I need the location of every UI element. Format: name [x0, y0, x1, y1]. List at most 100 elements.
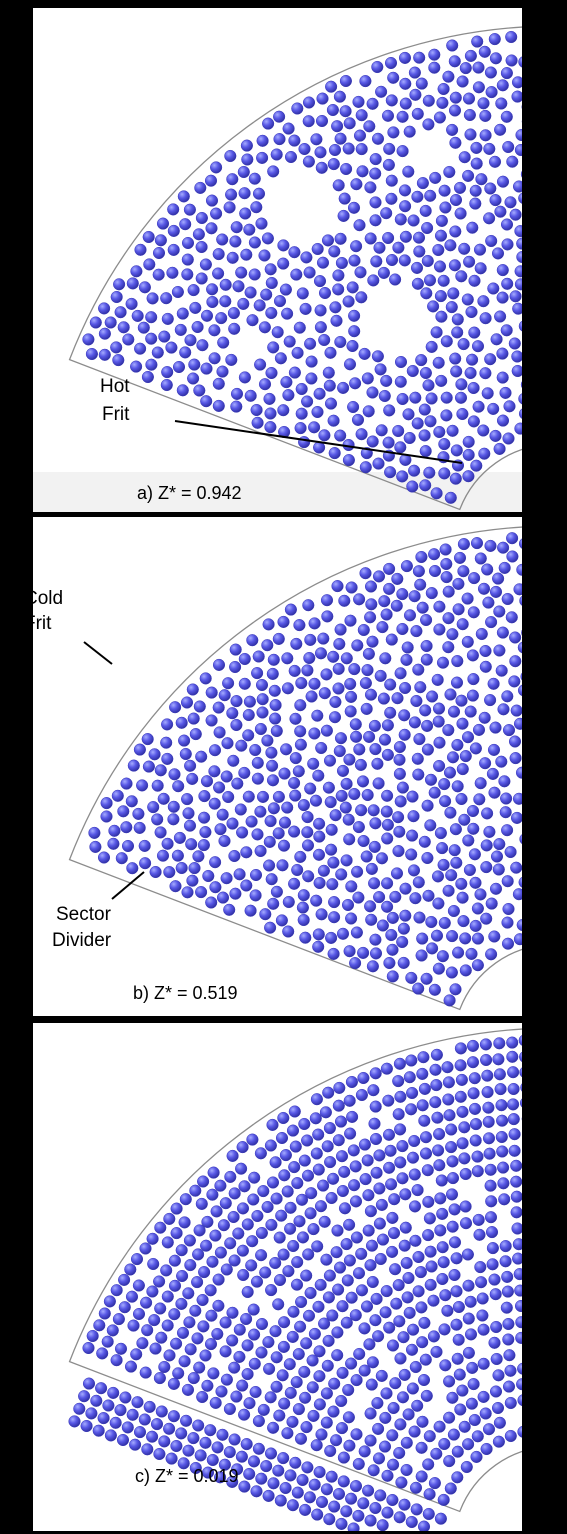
particle — [453, 578, 465, 590]
particle — [375, 1490, 387, 1502]
particle — [388, 1193, 400, 1205]
particle — [422, 852, 434, 864]
particle — [273, 111, 285, 123]
particle — [454, 1369, 466, 1381]
particle — [206, 1310, 218, 1322]
particle — [341, 855, 353, 867]
particle — [325, 398, 337, 410]
particle — [430, 1096, 442, 1108]
particle — [279, 817, 291, 829]
particle — [470, 877, 482, 889]
particle — [490, 586, 502, 598]
particle — [238, 1409, 250, 1421]
particle — [156, 1406, 168, 1418]
particle — [478, 583, 490, 595]
particle — [492, 1402, 504, 1414]
particle — [360, 461, 372, 473]
particle — [263, 1336, 275, 1348]
particle — [434, 261, 446, 273]
particle — [333, 270, 345, 282]
particle — [269, 685, 281, 697]
caption-c: c) Z* = 0.019 — [135, 1466, 239, 1486]
particle — [284, 1223, 296, 1235]
particle — [290, 713, 302, 725]
particle — [215, 1247, 227, 1259]
particle — [86, 1408, 98, 1420]
particle — [224, 1446, 236, 1458]
particle — [287, 1499, 299, 1511]
particle — [331, 1349, 343, 1361]
particle — [149, 749, 161, 761]
particle — [509, 338, 521, 350]
particle — [272, 1299, 284, 1311]
particle — [167, 267, 179, 279]
particle — [393, 1279, 405, 1291]
particle — [462, 294, 474, 306]
particle — [453, 1334, 465, 1346]
particle — [376, 425, 388, 437]
particle — [409, 67, 421, 79]
particle — [316, 115, 328, 127]
particle — [155, 1222, 167, 1234]
particle — [447, 628, 459, 640]
particle — [424, 1213, 436, 1225]
particle — [325, 932, 337, 944]
particle — [500, 793, 512, 805]
particle — [426, 587, 438, 599]
particle — [255, 806, 267, 818]
particle — [459, 1122, 471, 1134]
particle — [202, 1216, 214, 1228]
particle — [466, 1362, 478, 1374]
particle — [133, 1280, 145, 1292]
particle — [342, 1275, 354, 1287]
particle — [428, 1295, 440, 1307]
particle — [176, 717, 188, 729]
particle — [262, 233, 274, 245]
particle — [324, 1156, 336, 1168]
particle — [475, 889, 487, 901]
particle — [398, 1331, 410, 1343]
particle — [423, 95, 435, 107]
particle — [453, 1301, 465, 1313]
particle — [234, 869, 246, 881]
particle — [288, 826, 300, 838]
particle — [443, 1077, 455, 1089]
particle — [340, 105, 352, 117]
particle — [449, 1237, 461, 1249]
particle — [201, 363, 213, 375]
particle — [360, 1173, 372, 1185]
particle — [413, 565, 425, 577]
particle — [507, 156, 519, 168]
particle — [130, 1349, 142, 1361]
particle — [456, 271, 468, 283]
particle — [447, 752, 459, 764]
particle — [472, 340, 484, 352]
particle — [438, 778, 450, 790]
particle — [410, 392, 422, 404]
particle — [452, 739, 464, 751]
particle — [380, 1307, 392, 1319]
particle — [469, 1103, 481, 1115]
particle — [386, 193, 398, 205]
particle — [195, 1450, 207, 1462]
particle — [482, 1070, 494, 1082]
particle — [387, 1212, 399, 1224]
particle — [494, 311, 506, 323]
particle — [425, 1246, 437, 1258]
particle — [217, 366, 229, 378]
particle — [347, 340, 359, 352]
particle — [476, 628, 488, 640]
particle — [283, 1265, 295, 1277]
particle — [131, 266, 143, 278]
particle — [135, 244, 147, 256]
particle — [480, 312, 492, 324]
particle — [350, 719, 362, 731]
particle — [444, 166, 456, 178]
particle — [207, 1189, 219, 1201]
particle — [299, 143, 311, 155]
particle — [497, 348, 509, 360]
particle — [306, 691, 318, 703]
particle — [235, 267, 247, 279]
particle — [271, 725, 283, 737]
particle — [221, 1374, 233, 1386]
